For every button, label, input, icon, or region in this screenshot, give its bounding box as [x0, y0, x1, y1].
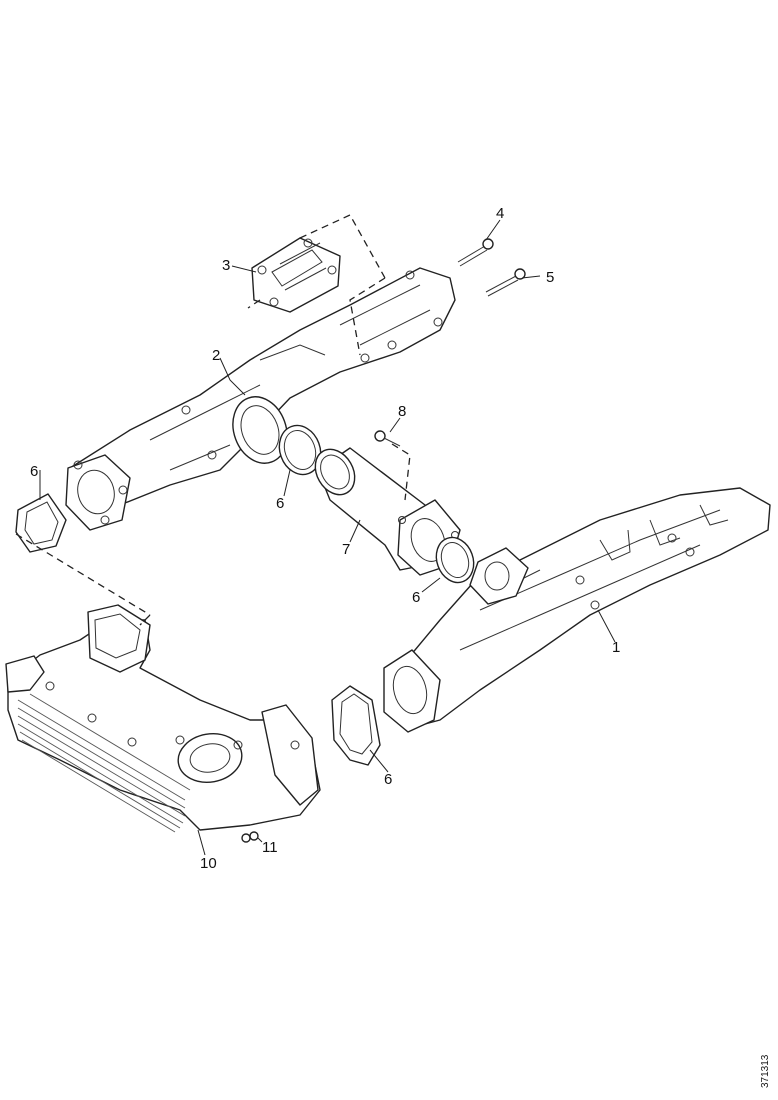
- callout-6-left: 6: [30, 463, 38, 480]
- manifold-part-1: [383, 487, 771, 733]
- callout-1: 1: [612, 639, 620, 656]
- figure-reference-number: 371313: [760, 1054, 771, 1088]
- leader-lines: [39, 219, 616, 856]
- gasket-ring-part-6-right: [435, 536, 475, 584]
- bolt-part-9: [374, 430, 401, 447]
- callout-8: 8: [398, 403, 406, 420]
- bolt-part-11: [241, 831, 259, 843]
- callout-6-bottom: 6: [384, 771, 392, 788]
- assembly-dashed-lines: [15, 214, 411, 626]
- callout-7: 7: [342, 541, 350, 558]
- gasket-part-6-left: [15, 493, 67, 553]
- manifold-section-part-2: [65, 267, 456, 531]
- callout-3: 3: [222, 257, 230, 274]
- callout-6-right: 6: [412, 589, 420, 606]
- flange-plate-part-3: [251, 237, 341, 313]
- callout-11: 11: [262, 839, 278, 856]
- callout-5: 5: [546, 269, 554, 286]
- bolt-part-5: [485, 268, 526, 297]
- manifold-part-10: [5, 604, 321, 833]
- gasket-ring-part-6-middle: [278, 424, 322, 476]
- callout-4: 4: [496, 205, 504, 222]
- callout-10: 10: [200, 855, 217, 872]
- bolt-part-4: [457, 238, 494, 267]
- callout-2: 2: [212, 347, 220, 364]
- callout-6-middle: 6: [276, 495, 284, 512]
